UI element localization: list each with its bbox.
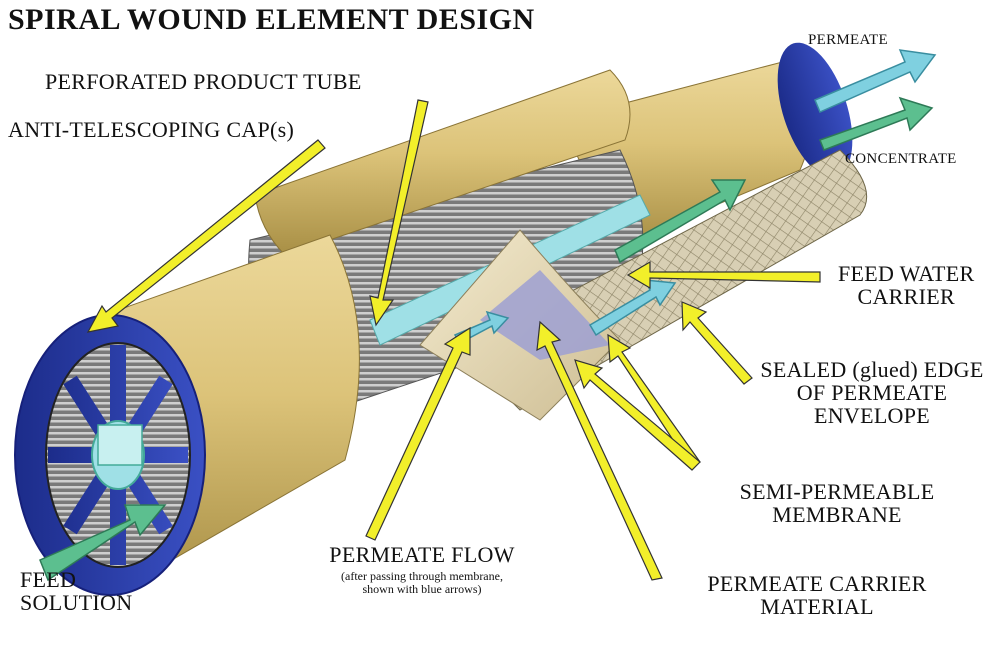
arrow-permeate-carrier (536, 320, 663, 581)
label-membrane-line1: SEMI-PERMEABLE (739, 479, 935, 504)
membrane-sheet (419, 149, 868, 421)
arrow-permeate-flow (365, 326, 471, 541)
label-membrane-line2: MEMBRANE (772, 502, 902, 528)
label-permeate-carrier-line2: MATERIAL (760, 594, 874, 620)
label-anti-telescoping-cap: ANTI-TELESCOPING CAP(s) (8, 117, 295, 142)
label-perforated-product-tube: PERFORATED PRODUCT TUBE (45, 69, 362, 94)
label-permeate-carrier-line1: PERMEATE CARRIER (707, 571, 927, 596)
front-anti-telescoping-cap (14, 314, 206, 596)
label-permeate-flow-note-line2: shown with blue arrows) (362, 581, 482, 596)
label-feed-solution-line1: FEED (20, 567, 77, 592)
arrow-membrane-2 (574, 359, 701, 471)
arrow-anti-telescoping-cap (86, 139, 326, 333)
shell-flap (254, 69, 631, 256)
label-sealed-edge-line3: ENVELOPE (813, 403, 931, 429)
label-semi-permeable-membrane: SEMI-PERMEABLE MEMBRANE (712, 480, 962, 526)
label-feed-water-carrier: FEED WATER CARRIER (838, 262, 974, 308)
label-feed-solution-line2: SOLUTION (20, 590, 133, 616)
diagram-title: SPIRAL WOUND ELEMENT DESIGN (8, 3, 535, 36)
label-permeate-carrier-material: PERMEATE CARRIER MATERIAL (672, 572, 962, 618)
label-feed-solution: FEED SOLUTION (20, 568, 132, 614)
label-permeate-flow-note-line1: (after passing through membrane, (341, 569, 503, 583)
label-sealed-edge-line1: SEALED (glued) EDGE (760, 357, 984, 382)
label-permeate-flow-note: (after passing through membrane, shown w… (282, 570, 562, 595)
concentrate-flow-arrow (614, 96, 934, 264)
feed-flow-arrow (39, 504, 167, 582)
callout-arrows (86, 99, 821, 581)
label-concentrate-outlet: CONCENTRATE (845, 151, 957, 167)
label-feed-water-carrier-line1: FEED WATER (838, 261, 975, 286)
label-permeate-outlet: PERMEATE (808, 32, 888, 48)
label-feed-water-carrier-line2: CARRIER (857, 284, 955, 310)
label-sealed-edge-line2: OF PERMEATE (796, 380, 948, 406)
label-sealed-edge: SEALED (glued) EDGE OF PERMEATE ENVELOPE (752, 358, 992, 427)
arrow-feed-water-carrier (626, 260, 821, 290)
arrow-sealed-edge (681, 301, 753, 385)
arrow-product-tube (369, 99, 429, 327)
label-permeate-flow: PERMEATE FLOW (329, 542, 515, 567)
